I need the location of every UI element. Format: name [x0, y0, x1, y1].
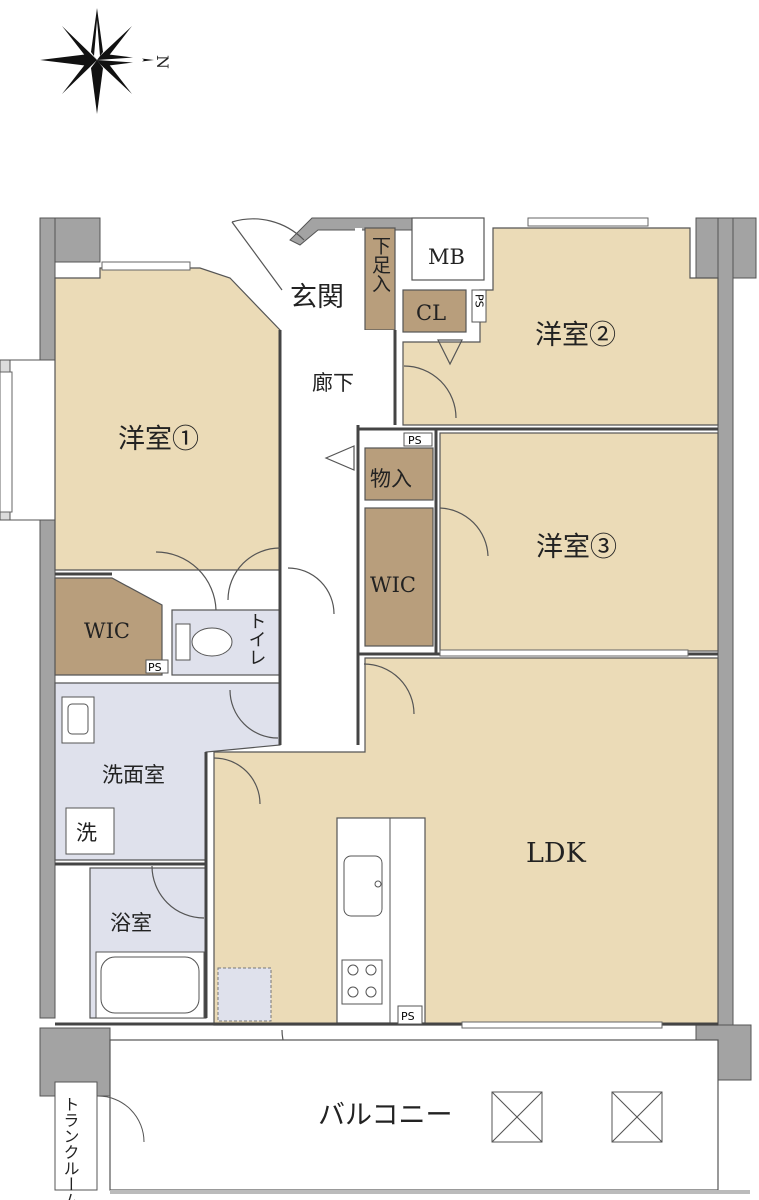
compass-rose-icon: [40, 8, 154, 114]
label-closet: CL: [416, 301, 446, 325]
meter-box: [411, 217, 485, 281]
wic-right: [364, 507, 434, 647]
svg-text:PS: PS: [408, 434, 422, 447]
ps-box-4: PS: [471, 289, 487, 323]
label-toilet: トイレ: [246, 612, 267, 666]
outer-walls: [0, 217, 757, 1097]
label-meter-box: MB: [428, 245, 465, 269]
corridor: [290, 228, 395, 745]
western-room-3: [439, 432, 719, 652]
storage-closet: [364, 447, 434, 501]
label-balcony: バルコニー: [318, 1100, 452, 1131]
label-western-room-1: 洋室①: [118, 424, 199, 455]
door-swings: [151, 218, 489, 1079]
wash-basin: [61, 696, 95, 744]
label-shoe-closet: 下足入: [369, 236, 391, 293]
ps-box-2: PS: [145, 659, 169, 674]
north-label: N: [153, 55, 172, 69]
windows: [0, 217, 689, 1029]
bathtub: [95, 951, 205, 1019]
trunk-room-box: [54, 1081, 98, 1191]
kitchen-counter: [336, 817, 426, 1024]
hatch-1: [491, 1091, 543, 1143]
label-corridor: 廊下: [312, 371, 354, 395]
label-storage: 物入: [370, 467, 412, 491]
toilet-icon: [175, 623, 233, 661]
stove-icon: [341, 959, 383, 1005]
label-ldk: LDK: [526, 838, 587, 869]
label-washer: 洗: [76, 821, 97, 845]
svg-text:PS: PS: [148, 661, 162, 674]
hatch-2: [611, 1091, 663, 1143]
balcony: [109, 1039, 719, 1191]
label-trunk-room: トランクルーム: [61, 1096, 80, 1200]
fridge-space: [217, 967, 272, 1022]
kitchen-sink: [343, 855, 383, 917]
cl-closet: [402, 289, 467, 333]
wic-left: [54, 577, 163, 676]
ps-box-3: PS: [397, 1005, 423, 1025]
washer-box: [65, 807, 115, 855]
label-western-room-2: 洋室②: [535, 320, 616, 351]
ps-box-1: PS: [403, 432, 433, 447]
label-wic-left: WIC: [84, 619, 130, 643]
svg-text:PS: PS: [401, 1010, 415, 1023]
ldk-room: [213, 657, 719, 1026]
shoe-closet: [364, 227, 396, 331]
svg-text:PS: PS: [473, 294, 486, 308]
label-wic-right: WIC: [370, 573, 416, 597]
label-bathroom: 浴室: [110, 911, 152, 935]
western-room-1: [54, 267, 281, 571]
label-western-room-3: 洋室③: [536, 532, 617, 563]
label-washroom: 洗面室: [102, 763, 165, 787]
interior-walls: [55, 330, 718, 1026]
label-entrance: 玄関: [290, 282, 344, 313]
